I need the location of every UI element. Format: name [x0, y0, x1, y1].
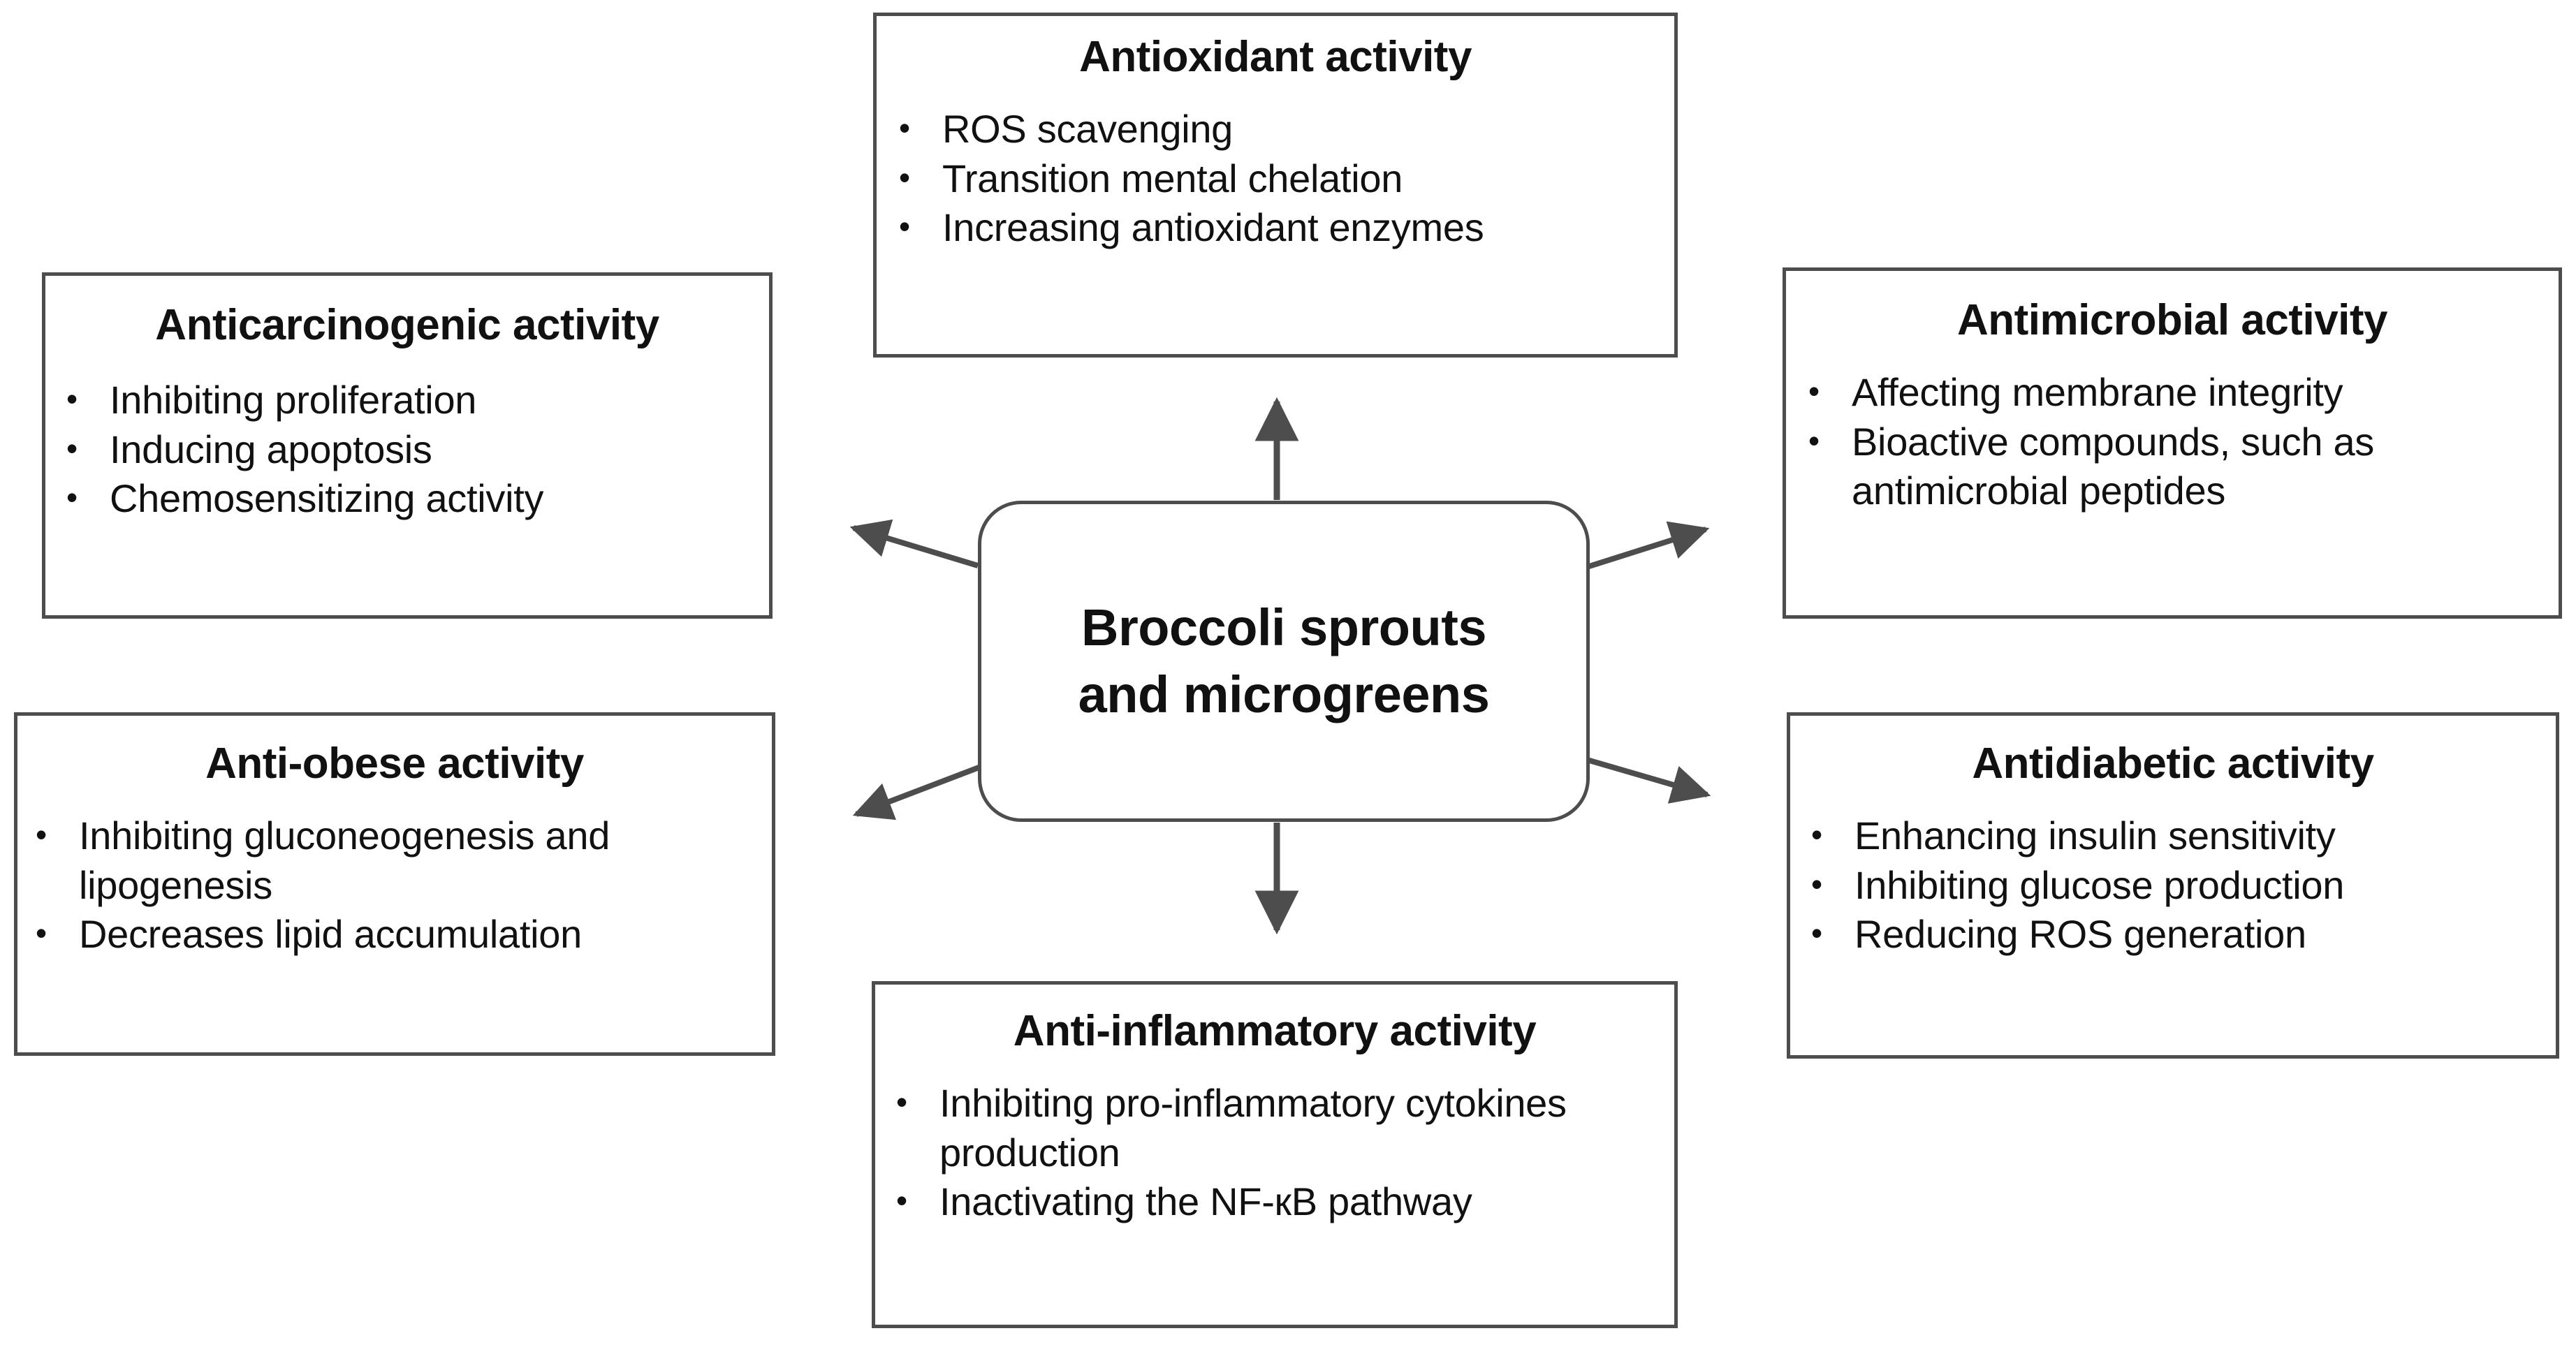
bullet-text: Inhibiting gluconeogenesis and lipogenes… [79, 814, 610, 907]
activity-box-antidiabetic: Antidiabetic activity • Enhancing insuli… [1787, 712, 2559, 1059]
bullet-text: Inducing apoptosis [110, 427, 432, 471]
arrow-center-to-anticarcinogenic [849, 519, 979, 568]
bullet-list-antiinflammatory: • Inhibiting pro-inflammatory cytokines … [896, 1079, 1674, 1227]
bullet-text: Increasing antioxidant enzymes [942, 205, 1484, 250]
box-title-antioxidant: Antioxidant activity [1079, 33, 1472, 81]
bullet-text: Inactivating the NF-кB pathway [939, 1179, 1472, 1224]
bullet-icon: • [899, 110, 910, 147]
bullet-icon: • [899, 159, 910, 196]
list-item: • Decreases lipid accumulation [36, 910, 772, 959]
arrow-center-to-antimicrobial [1586, 521, 1710, 570]
bullet-text: Inhibiting proliferation [110, 378, 477, 422]
list-item: • Inducing apoptosis [66, 425, 769, 475]
list-item: • Reducing ROS generation [1811, 910, 2556, 959]
list-item: • Increasing antioxidant enzymes [899, 203, 1674, 253]
activity-box-antiobese: Anti-obese activity • Inhibiting glucone… [14, 712, 775, 1056]
bullet-icon: • [66, 381, 78, 418]
bullet-text: Chemosensitizing activity [110, 476, 544, 521]
bullet-icon: • [66, 479, 78, 516]
activity-box-antiinflammatory: Anti-inflammatory activity • Inhibiting … [872, 981, 1678, 1328]
bullet-icon: • [1811, 816, 1822, 853]
box-title-antidiabetic: Antidiabetic activity [1972, 739, 2374, 788]
box-title-anticarcinogenic: Anticarcinogenic activity [155, 301, 659, 349]
list-item: • Bioactive compounds, such as antimicro… [1808, 418, 2559, 516]
bullet-text: Enhancing insulin sensitivity [1854, 814, 2336, 858]
list-item: • Inhibiting proliferation [66, 376, 769, 425]
bullet-icon: • [66, 429, 78, 466]
list-item: • Affecting membrane integrity [1808, 368, 2559, 418]
bullet-text: Inhibiting pro-inflammatory cytokines pr… [939, 1081, 1567, 1175]
bullet-text: Affecting membrane integrity [1852, 370, 2343, 415]
bullet-list-anticarcinogenic: • Inhibiting proliferation • Inducing ap… [66, 376, 769, 524]
bullet-list-antimicrobial: • Affecting membrane integrity • Bioacti… [1808, 368, 2559, 516]
activity-box-antioxidant: Antioxidant activity • ROS scavenging • … [873, 13, 1678, 358]
bullet-icon: • [1808, 373, 1820, 410]
bullet-text: Bioactive compounds, such as antimicrobi… [1852, 419, 2375, 513]
box-title-antiinflammatory: Anti-inflammatory activity [1013, 1007, 1537, 1055]
arrow-center-to-antiobese [852, 764, 982, 821]
list-item: • Inhibiting pro-inflammatory cytokines … [896, 1079, 1674, 1177]
bullet-list-antioxidant: • ROS scavenging • Transition mental che… [899, 105, 1674, 253]
box-title-antimicrobial: Antimicrobial activity [1956, 296, 2388, 344]
bullet-text: Transition mental chelation [942, 156, 1403, 200]
bullet-icon: • [36, 816, 47, 853]
center-node-label-line2: and microgreens [1078, 665, 1490, 723]
list-item: • ROS scavenging [899, 105, 1674, 154]
bullet-icon: • [1811, 915, 1822, 952]
bullet-text: Decreases lipid accumulation [79, 912, 582, 957]
list-item: • Chemosensitizing activity [66, 474, 769, 524]
box-title-antiobese: Anti-obese activity [205, 739, 584, 788]
bullet-icon: • [1811, 865, 1822, 902]
activity-box-anticarcinogenic: Anticarcinogenic activity • Inhibiting p… [42, 272, 773, 619]
list-item: • Inactivating the NF-кB pathway [896, 1177, 1674, 1227]
bullet-icon: • [899, 208, 910, 245]
center-node-label-line1: Broccoli sprouts [1081, 598, 1486, 656]
bullet-icon: • [1808, 422, 1820, 459]
activity-box-antimicrobial: Antimicrobial activity • Affecting membr… [1783, 267, 2562, 619]
bullet-list-antiobese: • Inhibiting gluconeogenesis and lipogen… [36, 811, 772, 959]
bullet-icon: • [36, 915, 47, 952]
list-item: • Enhancing insulin sensitivity [1811, 811, 2556, 861]
center-node-label: Broccoli sprouts and microgreens [1078, 594, 1490, 728]
bullet-icon: • [896, 1182, 907, 1219]
center-node-broccoli-sprouts: Broccoli sprouts and microgreens [978, 501, 1590, 822]
arrow-center-to-antidiabetic [1586, 757, 1711, 804]
list-item: • Transition mental chelation [899, 154, 1674, 204]
bullet-icon: • [896, 1084, 907, 1121]
bullet-text: Reducing ROS generation [1854, 912, 2306, 957]
list-item: • Inhibiting glucose production [1811, 861, 2556, 911]
bullet-text: ROS scavenging [942, 107, 1234, 152]
bullet-text: Inhibiting glucose production [1854, 862, 2345, 907]
list-item: • Inhibiting gluconeogenesis and lipogen… [36, 811, 772, 910]
bullet-list-antidiabetic: • Enhancing insulin sensitivity • Inhibi… [1811, 811, 2556, 959]
